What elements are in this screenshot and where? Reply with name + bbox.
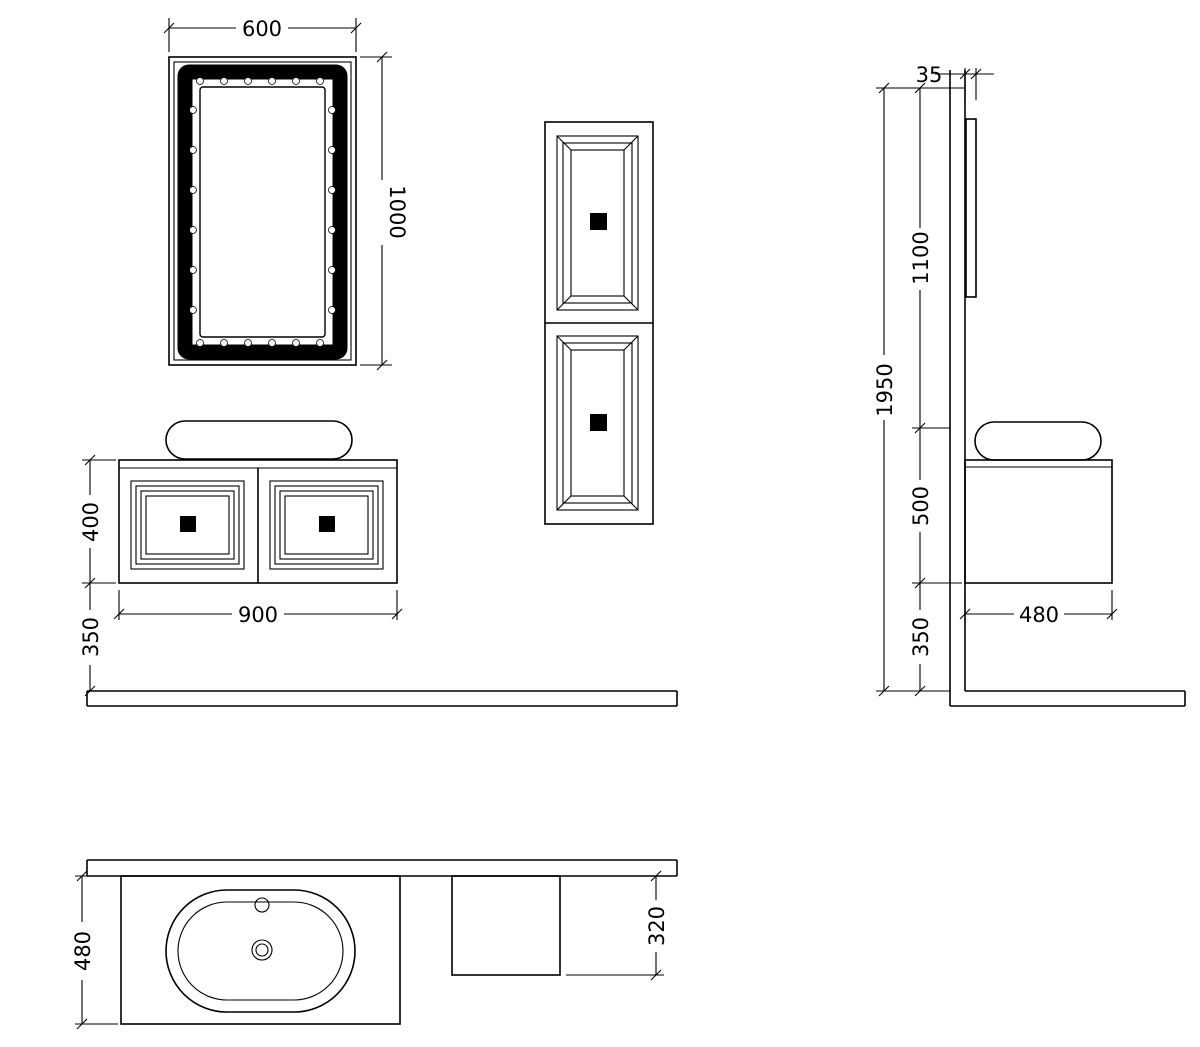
dim-overall-height-label: 1950 [873,363,897,416]
vanity-side [964,459,1113,584]
mirror-front [168,56,357,366]
dim-vanity-depth: 480 [959,590,1118,627]
floor-front [86,690,678,707]
dim-vanity-floor-gap: 350 [79,583,103,697]
dim-mirror-gap-label: 1100 [909,231,933,284]
basin-plan-outer [165,889,356,1013]
vanity-plan [120,875,401,1025]
dim-mirror-depth: 35 [916,63,994,100]
tall-cabinet-plan [451,875,561,976]
knob-icon [180,516,196,532]
dim-side-floor-gap: 350 [909,583,933,697]
wall-side [949,70,1186,707]
dim-vanity-depth-label: 480 [1019,603,1059,627]
mirror-ornament [177,64,348,360]
dim-mirror-depth-label: 35 [916,63,943,87]
dim-mirror-width-label: 600 [242,17,282,41]
dim-mirror-height-label: 1000 [385,185,409,238]
front-elevation: 600 1000 [79,17,678,707]
tall-cabinet-door-upper [556,135,639,311]
vanity-drawer-left [130,480,245,570]
dim-plan-depth: 480 [71,870,118,1030]
dim-plan-depth-label: 480 [71,931,95,971]
dim-mirror-width: 600 [163,17,362,52]
faucet-hole-icon [254,897,270,913]
dim-mirror-height: 1000 [360,51,409,371]
vanity-front [118,459,398,584]
dim-vanity-width-label: 900 [238,603,278,627]
knob-icon [590,213,607,230]
basin-front [165,420,353,460]
dim-vanity-height-label: 400 [79,502,103,542]
dim-cabinet-depth-label: 320 [645,906,669,946]
dim-side-vanity-height: 500 [909,428,962,589]
wall-plan [86,859,678,877]
dim-mirror-gap: 1100 [909,82,950,434]
dim-side-floor-gap-label: 350 [909,617,933,657]
basin-plan-inner [177,901,344,1001]
dim-cabinet-depth: 320 [566,870,669,981]
dim-vanity-width: 900 [113,590,403,627]
side-elevation: 35 1950 1100 500 [873,63,1186,707]
mirror-ornament-beads [189,77,336,347]
knob-icon [319,516,335,532]
dim-side-vanity-height-label: 500 [909,486,933,526]
vanity-drawer-right [269,480,384,570]
dim-overall-height: 1950 [873,82,965,697]
plan-view: 480 320 [71,859,678,1030]
mirror-side [965,118,977,298]
dim-vanity-floor-gap-label: 350 [79,617,103,657]
drain-icon [251,939,273,961]
tall-cabinet-door-lower [556,335,639,511]
dim-vanity-height: 400 [79,454,116,589]
tall-cabinet-front [544,121,654,525]
basin-side [974,421,1102,461]
knob-icon [590,414,607,431]
